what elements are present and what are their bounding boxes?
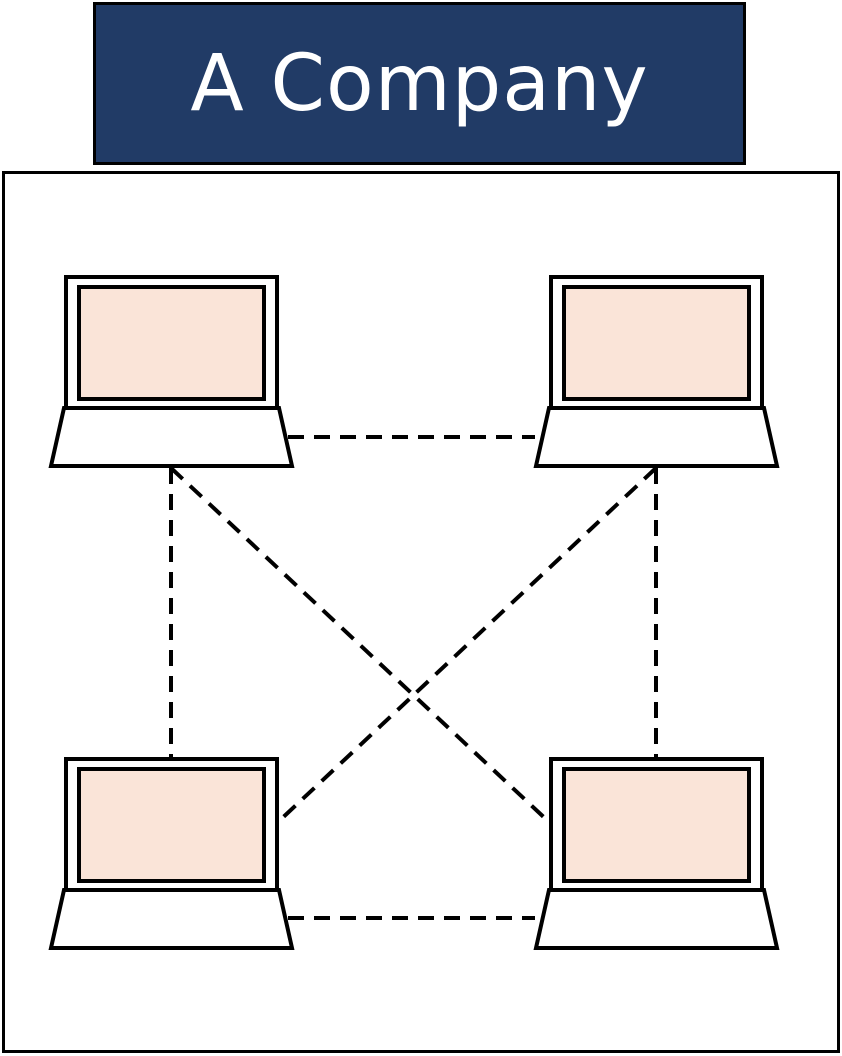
connection-top-left-to-bottom-right [169, 466, 551, 824]
laptop-top-left [48, 275, 295, 468]
connection-top-right-to-bottom-left [276, 466, 658, 824]
laptop-screen [562, 285, 751, 401]
laptop-keyboard-base [48, 888, 295, 950]
laptop-screen [77, 767, 266, 883]
laptop-screen [77, 285, 266, 401]
laptop-top-right [533, 275, 780, 468]
laptop-keyboard-base [533, 406, 780, 468]
laptop-keyboard-base [533, 888, 780, 950]
connection-lines [169, 435, 658, 920]
laptops [48, 275, 780, 950]
company-title: A Company [190, 38, 649, 129]
laptop-screen [562, 767, 751, 883]
laptop-bottom-right [533, 757, 780, 950]
company-title-banner: A Company [93, 2, 746, 165]
laptop-keyboard-base [48, 406, 295, 468]
laptop-bottom-left [48, 757, 295, 950]
